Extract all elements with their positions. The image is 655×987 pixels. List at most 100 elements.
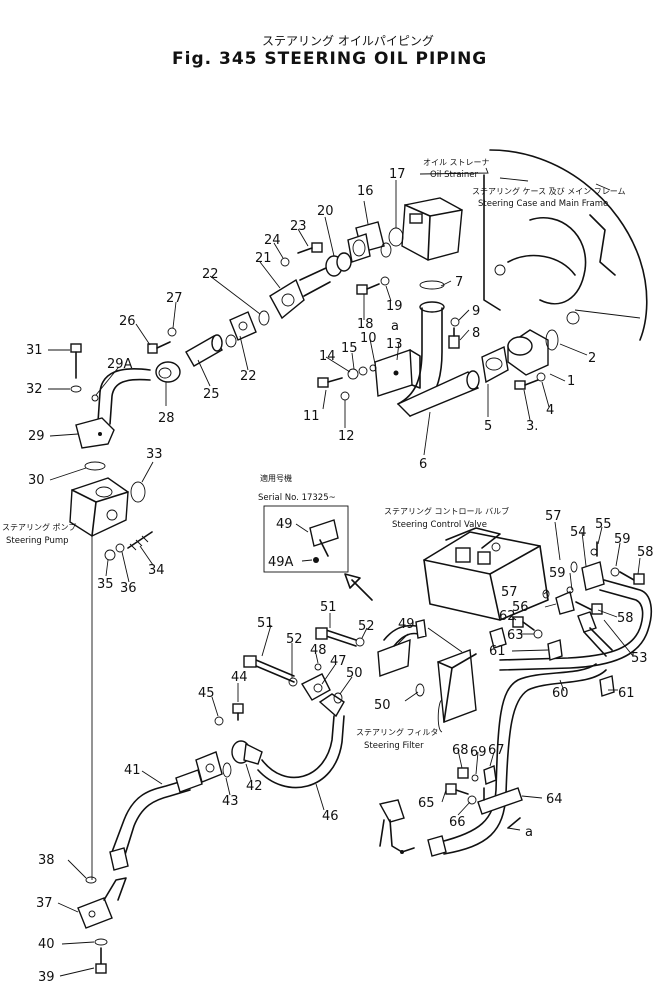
callout-22b: 22 (240, 369, 257, 384)
callout-a-lower: a (525, 825, 533, 840)
callout-11: 11 (303, 409, 320, 424)
callout-36: 36 (120, 581, 137, 596)
washer-59b (566, 586, 574, 594)
steering-case-frame (483, 149, 648, 341)
callout-29a: 29A (107, 357, 133, 372)
washer-59 (610, 567, 620, 577)
callout-12: 12 (338, 429, 355, 444)
callout-53: 53 (631, 651, 648, 666)
direction-arrow (344, 573, 373, 601)
callout-61b: 61 (618, 686, 635, 701)
callout-33: 33 (146, 447, 163, 462)
callout-14: 14 (319, 349, 336, 364)
callout-8: 8 (472, 326, 480, 341)
callout-39: 39 (38, 970, 55, 983)
bolt-65 (445, 783, 469, 795)
o-ring-22b (225, 334, 237, 348)
washer-4 (536, 372, 546, 382)
bolt-62 (512, 616, 535, 631)
control-valve-label-jp: ステアリング コントロール バルブ (384, 506, 509, 516)
clip-61 (547, 639, 615, 697)
control-valve-label: Steering Control Valve (392, 520, 487, 530)
callout-50b: 50 (374, 698, 391, 713)
callout-6: 6 (419, 457, 427, 472)
callout-51a: 51 (257, 616, 274, 631)
frame-leader (499, 177, 529, 182)
callout-59a: 59 (614, 532, 631, 547)
bolt-23 (297, 242, 323, 254)
o-ring-33 (130, 481, 146, 503)
callout-17: 17 (389, 167, 406, 182)
callout-56: 56 (512, 600, 529, 615)
bolt-3 (514, 379, 539, 390)
washer-10 (369, 364, 377, 372)
fitting-54 (581, 561, 605, 591)
washer-48 (314, 663, 322, 671)
pipe-53 (499, 579, 653, 671)
washer-36 (115, 543, 125, 553)
callout-52b: 52 (358, 619, 375, 634)
serial-label-jp: 適用号機 (260, 473, 292, 483)
bolt-58 (619, 571, 645, 585)
callout-54: 54 (570, 525, 587, 540)
o-ring-50b (415, 683, 425, 697)
title-japanese: ステアリング オイルパイピング (262, 34, 434, 48)
washer-15 (358, 366, 368, 376)
callout-37: 37 (36, 896, 53, 911)
callout-52a: 52 (286, 632, 303, 647)
o-ring-38 (85, 876, 97, 884)
plug-29a (91, 394, 99, 402)
bolt-8 (448, 327, 460, 349)
o-ring-22 (258, 310, 270, 326)
washer-40 (94, 938, 108, 946)
fitting-47 (300, 673, 331, 701)
callout-24: 24 (264, 233, 281, 248)
o-ring-57b (542, 589, 550, 599)
nut-14 (347, 368, 359, 380)
pipe-60 (427, 627, 607, 857)
callout-49-inset: 49 (276, 517, 293, 532)
hose-46 (257, 693, 345, 789)
washer-24 (280, 257, 290, 267)
clamp-64 (477, 787, 523, 815)
case-frame-label: Steering Case and Main Frame (478, 199, 608, 209)
callout-66: 66 (449, 815, 466, 830)
o-ring-2 (545, 329, 559, 351)
callout-43: 43 (222, 794, 239, 809)
stud-34 (127, 531, 153, 551)
o-ring-19-flange (380, 242, 392, 258)
bolt-51-left (243, 655, 295, 683)
bolt-39 (95, 947, 107, 974)
callout-4: 4 (546, 403, 554, 418)
callout-69: 69 (470, 745, 487, 760)
steering-pump (69, 477, 129, 537)
callout-62: 62 (499, 609, 516, 624)
callout-1: 1 (567, 374, 575, 389)
elbow-1 (481, 329, 549, 384)
callout-20: 20 (317, 204, 334, 219)
callout-40: 40 (38, 937, 55, 952)
washer-45 (214, 716, 224, 726)
oil-strainer-label-jp: オイル ストレーナ (423, 158, 490, 167)
callout-68: 68 (452, 743, 469, 758)
case-frame-label-jp: ステアリング ケース 及び メイン フレーム (472, 186, 626, 196)
callout-22a: 22 (202, 267, 219, 282)
pipe-29 (75, 368, 151, 449)
callout-21: 21 (255, 251, 272, 266)
oil-strainer-label: Oil Strainer (430, 170, 479, 180)
callout-58b: 58 (617, 611, 634, 626)
callout-60: 60 (552, 686, 569, 701)
bolt-58b (575, 601, 603, 615)
nut-35 (104, 549, 116, 561)
leader-lines (48, 180, 641, 977)
steering-control-valve (423, 527, 549, 621)
flange-21 (269, 267, 331, 320)
callout-a-upper: a (391, 319, 399, 334)
o-ring-30 (84, 461, 106, 471)
washer-52 (288, 677, 298, 687)
figure-title: Fig. 345 STEERING OIL PIPING (172, 49, 487, 69)
steering-filter (377, 619, 477, 733)
washer-63 (533, 629, 543, 639)
callout-41: 41 (124, 763, 141, 778)
